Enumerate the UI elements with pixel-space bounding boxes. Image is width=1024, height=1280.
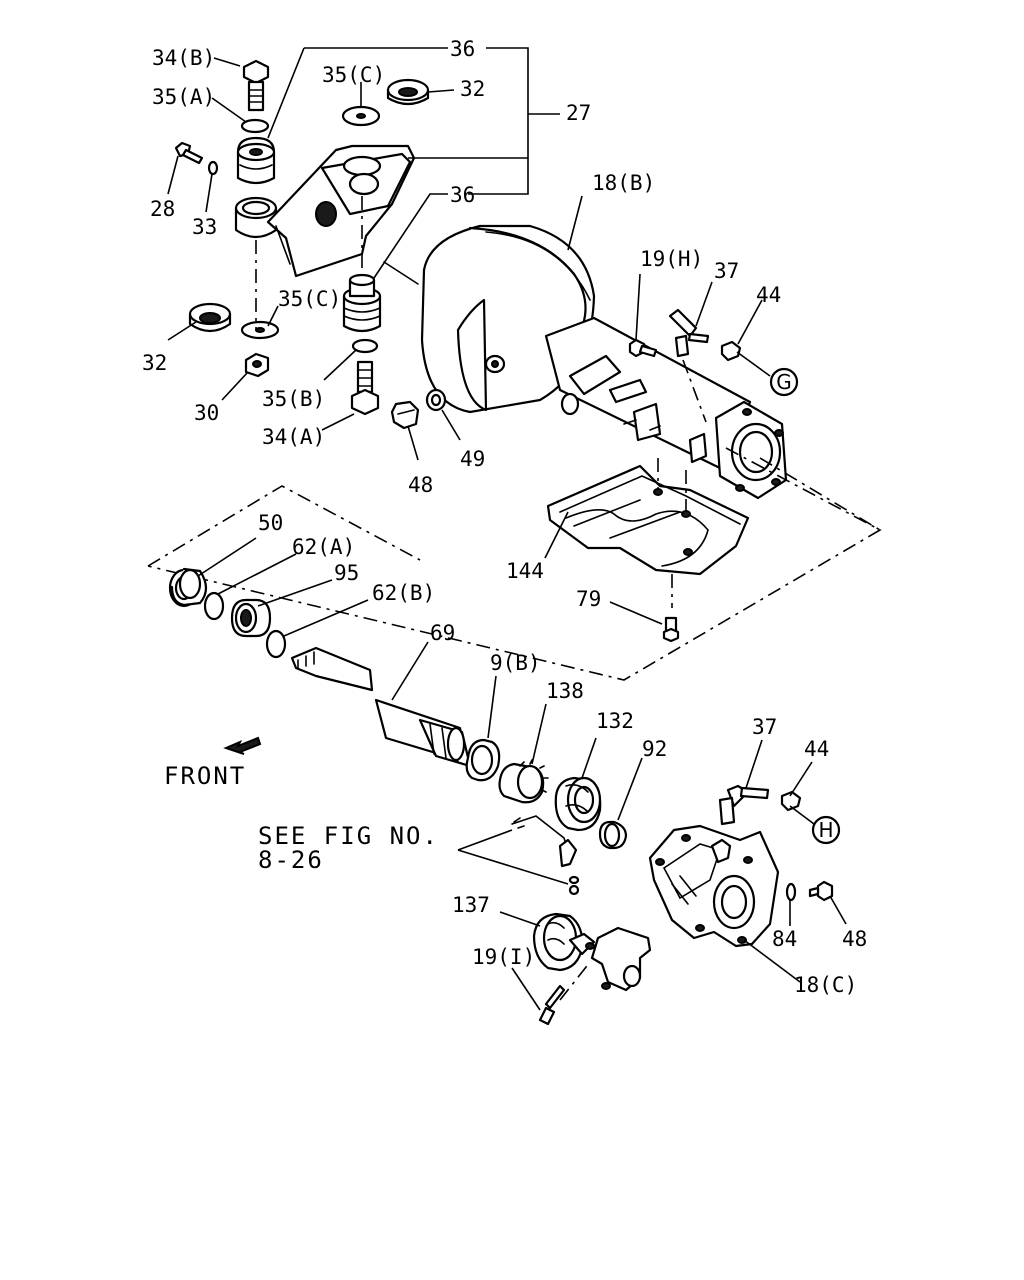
sleeve-132 bbox=[554, 776, 602, 832]
washer-35c-mid bbox=[240, 320, 280, 340]
bearing-50 bbox=[168, 567, 208, 608]
breather-37-top bbox=[668, 308, 710, 358]
callout-33: 33 bbox=[192, 215, 217, 239]
connector-h-label: H bbox=[818, 818, 833, 842]
callout-92: 92 bbox=[642, 737, 667, 761]
front-label: FRONT bbox=[164, 762, 246, 790]
bolt-79 bbox=[662, 616, 680, 643]
callout-44-bottom: 44 bbox=[804, 737, 829, 761]
mount-bracket-assembly bbox=[174, 59, 430, 416]
connector-h: H bbox=[811, 815, 841, 845]
leader-lines bbox=[167, 47, 847, 1011]
callout-37-bottom: 37 bbox=[752, 715, 777, 739]
gasket-49 bbox=[425, 388, 447, 412]
callout-19i: 19(I) bbox=[472, 945, 535, 969]
bearing-9b bbox=[465, 738, 501, 782]
callout-49: 49 bbox=[460, 447, 485, 471]
bolt-19i bbox=[538, 984, 566, 1026]
callout-48-top: 48 bbox=[408, 473, 433, 497]
mount-sleeve bbox=[234, 196, 278, 239]
callout-44-top: 44 bbox=[756, 283, 781, 307]
insulator-lower bbox=[342, 273, 382, 333]
callout-37-top: 37 bbox=[714, 259, 739, 283]
callout-79: 79 bbox=[576, 587, 601, 611]
see-fig-line1: SEE FIG NO. bbox=[258, 822, 439, 850]
callout-62b: 62(B) bbox=[372, 581, 435, 605]
bolt-28 bbox=[174, 141, 204, 165]
callout-18c: 18(C) bbox=[794, 973, 857, 997]
gear-138 bbox=[498, 759, 549, 804]
insulator-upper bbox=[236, 136, 276, 185]
cushion-32-left bbox=[188, 302, 232, 333]
see-fig-line2: 8-26 bbox=[258, 846, 324, 874]
callout-34a: 34(A) bbox=[262, 425, 325, 449]
callout-132: 132 bbox=[596, 709, 634, 733]
callout-35c-mid: 35(C) bbox=[278, 287, 341, 311]
callout-32-top: 32 bbox=[460, 77, 485, 101]
washer-33 bbox=[207, 160, 219, 176]
skid-plate-144 bbox=[546, 464, 750, 576]
washer-35b bbox=[351, 338, 379, 354]
shaft-69 bbox=[290, 646, 472, 768]
plug-48-bottom bbox=[808, 880, 834, 902]
breather-37-bottom bbox=[718, 784, 770, 826]
callout-34b: 34(B) bbox=[152, 46, 215, 70]
front-arrow-icon bbox=[223, 736, 262, 755]
callout-48-bottom: 48 bbox=[842, 927, 867, 951]
callout-30: 30 bbox=[194, 401, 219, 425]
washer-35c-top bbox=[341, 105, 381, 127]
washer-35a bbox=[240, 118, 270, 134]
actuator-137 bbox=[532, 912, 652, 992]
callout-19h: 19(H) bbox=[640, 247, 703, 271]
callout-50: 50 bbox=[258, 511, 283, 535]
callout-144: 144 bbox=[506, 559, 544, 583]
see-fig-note: SEE FIG NO. 8-26 bbox=[258, 822, 439, 874]
bolt-34b bbox=[242, 59, 270, 112]
callout-18b: 18(B) bbox=[592, 171, 655, 195]
bolt-19h bbox=[628, 338, 658, 358]
switch-assembly bbox=[511, 815, 580, 896]
nut-30 bbox=[244, 352, 270, 378]
snap-ring-62b bbox=[265, 629, 287, 659]
differential-carrier-18b bbox=[420, 224, 788, 500]
cushion-32-top bbox=[386, 78, 430, 106]
bolt-34a bbox=[350, 360, 380, 416]
group-boundary bbox=[147, 447, 882, 681]
callout-84: 84 bbox=[772, 927, 797, 951]
callout-36-lower: 36 bbox=[450, 183, 475, 207]
callout-95: 95 bbox=[334, 561, 359, 585]
callout-35a: 35(A) bbox=[152, 85, 215, 109]
callout-28: 28 bbox=[150, 197, 175, 221]
callout-36-top: 36 bbox=[450, 37, 475, 61]
connector-g: G bbox=[769, 367, 799, 397]
callout-69: 69 bbox=[430, 621, 455, 645]
callout-137: 137 bbox=[452, 893, 490, 917]
callout-9b: 9(B) bbox=[490, 651, 541, 675]
callout-35b: 35(B) bbox=[262, 387, 325, 411]
plug-48-top bbox=[390, 400, 420, 430]
bearing-95 bbox=[230, 598, 272, 638]
ring-92 bbox=[598, 820, 628, 850]
snap-ring-62a bbox=[203, 591, 225, 621]
connector-g-label: G bbox=[776, 370, 792, 394]
washer-84 bbox=[785, 882, 797, 902]
callout-62a: 62(A) bbox=[292, 535, 355, 559]
callout-32-left: 32 bbox=[142, 351, 167, 375]
clip-44-top bbox=[720, 340, 742, 362]
callout-35c-top: 35(C) bbox=[322, 63, 385, 87]
housing-18c bbox=[648, 824, 780, 948]
callout-labels: 34(B) 35(A) 36 35(C) 32 27 28 33 36 18(B… bbox=[142, 37, 867, 997]
bracket-27 bbox=[266, 144, 416, 278]
callout-27: 27 bbox=[566, 101, 591, 125]
callout-138: 138 bbox=[546, 679, 584, 703]
